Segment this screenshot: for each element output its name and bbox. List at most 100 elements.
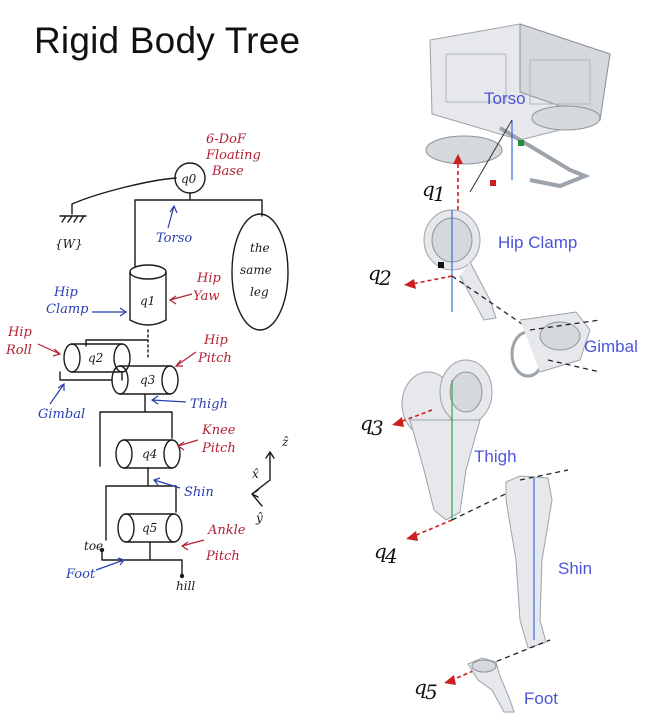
- thigh-part: [401, 359, 493, 521]
- q3-symbol: q: [360, 411, 373, 435]
- axis-x-label: x̂: [252, 467, 259, 481]
- q3-subscript: 3: [371, 416, 384, 440]
- render-gimbal-label: Gimbal: [584, 337, 638, 356]
- ankle-joint: q5: [142, 521, 157, 535]
- gimbal-part: [510, 311, 591, 378]
- q3-axis: [399, 409, 433, 423]
- q2-arrowhead: [404, 279, 416, 289]
- hip-pitch-right-cap: [161, 365, 179, 395]
- floating-base-joint: q0: [181, 172, 197, 186]
- hip-yaw-joint: q1: [140, 294, 155, 308]
- hip-yaw-cap: [129, 264, 167, 280]
- ankle-left-cap: [117, 513, 135, 543]
- knee-right-cap: [163, 439, 181, 469]
- torso-part: [425, 23, 611, 193]
- foot-arrow: [95, 557, 126, 571]
- q1-symbol: q: [422, 177, 435, 201]
- shin-part: [505, 475, 553, 649]
- render-shin-label: Shin: [558, 559, 592, 578]
- q4-axis: [413, 519, 453, 537]
- shin-top-axis: [519, 469, 569, 481]
- hip-yaw-label-1: Hip: [196, 271, 221, 286]
- hip-clamp-arrow: [92, 307, 128, 317]
- q1-label: q 1: [422, 177, 446, 206]
- hip-pitch-arrow: [174, 351, 197, 367]
- foot-label: Foot: [65, 567, 96, 582]
- axis-y-label: ŷ: [255, 511, 263, 525]
- hip-yaw-cylinder: [129, 259, 167, 321]
- same-leg-3: leg: [250, 285, 269, 299]
- hip-roll-joint: q2: [88, 351, 103, 365]
- hip-yaw-label-2: Yaw: [193, 289, 219, 304]
- thigh-arrow: [150, 395, 187, 405]
- hand-sketch: q0 6-DoF Floating Base {W} Torso the sam…: [5, 132, 289, 593]
- frame-axes: [251, 451, 275, 507]
- q5-symbol: q: [414, 675, 427, 699]
- toe-label: toe: [84, 539, 103, 553]
- q3-label: q 3: [360, 411, 384, 440]
- heel-dot: [179, 573, 185, 579]
- hip-yaw-bottom: [129, 319, 167, 326]
- hip-pitch-label-1: Hip: [203, 333, 228, 348]
- q4-label: q 4: [374, 539, 398, 568]
- ankle-right-cap: [165, 513, 183, 543]
- q1-subscript: 1: [433, 182, 446, 206]
- torso-label: Torso: [156, 231, 192, 246]
- world-link: [71, 177, 177, 215]
- foot-link: [101, 541, 183, 575]
- knee-left-cap: [115, 439, 133, 469]
- toe-dot: [99, 547, 105, 553]
- knee-label-2: Pitch: [201, 441, 236, 456]
- knee-joint: q4: [142, 447, 157, 461]
- hip-clamp-label-1: Hip: [53, 285, 78, 300]
- ankle-arrow: [180, 539, 205, 551]
- torso-link: [134, 192, 263, 261]
- exploded-render: Torso q 1 Hip Clamp q 2: [360, 23, 638, 713]
- foot-part: [467, 657, 515, 713]
- roll-to-pitch: [59, 371, 123, 381]
- knee-label-1: Knee: [201, 423, 236, 438]
- q4-arrowhead: [406, 531, 418, 541]
- thigh-link: [99, 393, 173, 467]
- page-title: Rigid Body Tree: [34, 20, 301, 61]
- hip-roll-arrow: [37, 343, 62, 357]
- floating-base-label-2: Floating: [205, 148, 261, 163]
- heel-label: hill: [176, 579, 195, 593]
- q2-symbol: q: [368, 261, 381, 285]
- render-hip-clamp-label: Hip Clamp: [498, 233, 577, 252]
- ankle-label-1: Ankle: [207, 523, 246, 538]
- hip-pitch-joint: q3: [140, 373, 156, 387]
- hip-yaw-arrow: [168, 293, 193, 305]
- shin-arrow: [152, 477, 181, 489]
- torso-arrow: [167, 204, 178, 229]
- q2-axis: [411, 275, 453, 285]
- render-thigh-label: Thigh: [474, 447, 517, 466]
- gimbal-label: Gimbal: [38, 407, 85, 422]
- world-ground: [59, 215, 87, 223]
- q5-axis: [451, 667, 481, 681]
- floating-base-label-1: 6-DoF: [206, 132, 247, 147]
- ankle-label-2: Pitch: [205, 549, 240, 564]
- q2-subscript: 2: [378, 266, 392, 290]
- q5-arrowhead: [444, 675, 456, 685]
- q2-label: q 2: [368, 261, 392, 290]
- roll-bracket: [85, 339, 149, 347]
- q1-arrowhead: [453, 154, 463, 164]
- hip-roll-label-2: Roll: [5, 343, 32, 358]
- axis-z-label: ẑ: [281, 435, 289, 449]
- thigh-label: Thigh: [190, 397, 228, 412]
- gimbal-axis: [529, 319, 601, 373]
- hip-clamp-label-2: Clamp: [46, 302, 89, 317]
- hip-pitch-label-2: Pitch: [197, 351, 232, 366]
- same-leg-1: the: [250, 241, 270, 255]
- knee-arrow: [176, 439, 199, 451]
- world-label: {W}: [55, 237, 83, 251]
- q4-subscript: 4: [384, 544, 398, 568]
- hip-clamp-part: [423, 209, 497, 321]
- shin-link: [105, 467, 177, 541]
- q3-arrowhead: [392, 417, 404, 427]
- render-foot-label: Foot: [524, 689, 558, 708]
- same-leg-2: same: [240, 263, 272, 277]
- shin-label: Shin: [184, 485, 214, 500]
